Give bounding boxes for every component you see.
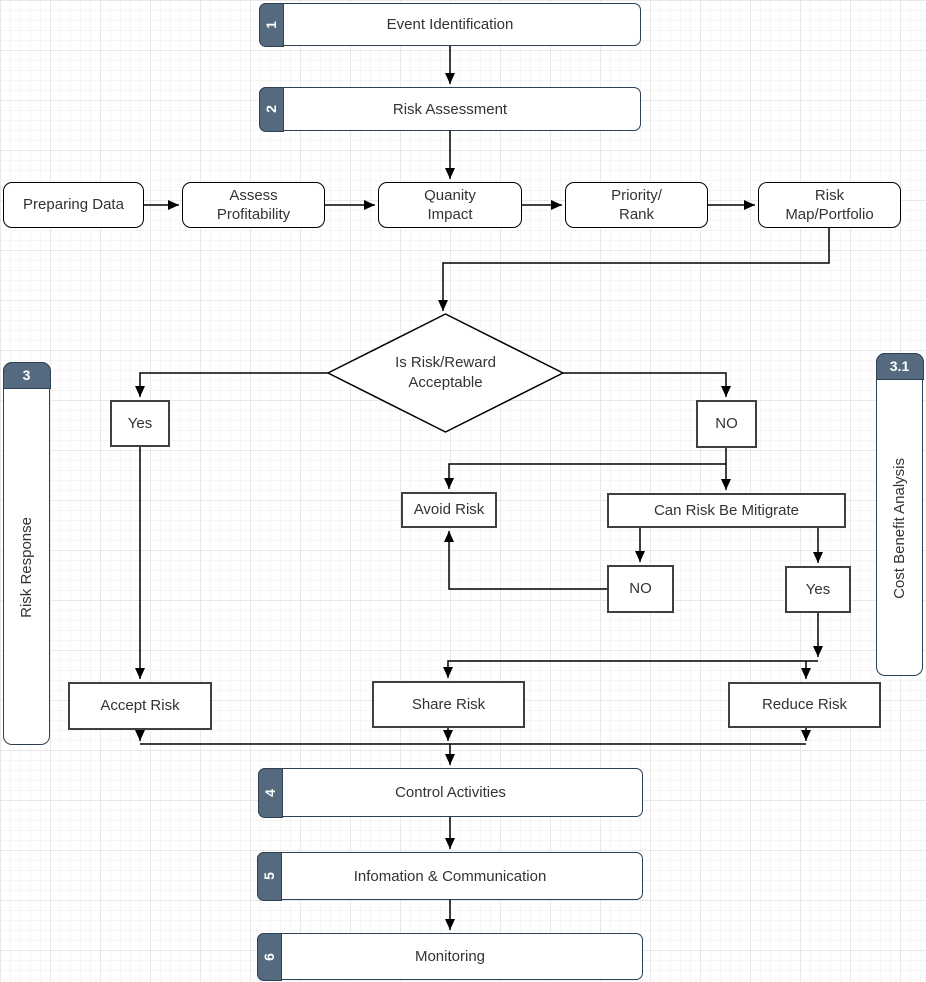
step-number-tab-2: 2	[258, 86, 284, 132]
step-box-event-identification: 1 Event Identification	[258, 2, 641, 47]
sidebar-label-risk-response: Risk Response	[18, 516, 35, 618]
node-share-risk: Share Risk	[372, 681, 525, 728]
step-number-tab-4: 4	[257, 767, 283, 818]
node-risk-map-portfolio: Risk Map/Portfolio	[758, 182, 901, 228]
step-box-control-activities: 4 Control Activities	[257, 767, 643, 818]
node-yes: Yes	[110, 400, 170, 447]
node-no: NO	[696, 400, 757, 448]
step-box-monitoring: 6 Monitoring	[256, 932, 643, 981]
sidebar-number-tab-3-1: 3.1	[875, 352, 924, 380]
node-can-risk-be-mitigrate: Can Risk Be Mitigrate	[607, 493, 846, 528]
step-number-tab-6: 6	[256, 932, 282, 981]
node-assess-profitability: Assess Profitability	[182, 182, 325, 228]
node-preparing-data: Preparing Data	[3, 182, 144, 228]
edge-decision-to-yes	[135, 372, 328, 397]
step-box-information-communication: 5 Infomation & Communication	[256, 851, 643, 901]
sidebar-label-cost-benefit: Cost Benefit Analysis	[891, 457, 908, 599]
decision-diamond-label: Is Risk/Reward Acceptable	[395, 353, 496, 391]
node-avoid-risk: Avoid Risk	[401, 492, 497, 528]
step-label-2: Risk Assessment	[392, 100, 508, 118]
step-box-risk-assessment: 2 Risk Assessment	[258, 86, 641, 132]
node-accept-risk: Accept Risk	[68, 682, 212, 730]
sidebar-number-tab-3: 3	[2, 361, 51, 389]
decision-diamond-shape	[327, 313, 564, 433]
node-yes-mitigate: Yes	[785, 566, 851, 613]
edge-no2-to-avoid	[444, 531, 607, 590]
edge-junction-to-share	[443, 660, 818, 678]
step-label-6: Monitoring	[414, 948, 486, 965]
sidebar-risk-response: 3 Risk Response	[2, 361, 51, 745]
sidebar-cost-benefit-analysis: 3.1 Cost Benefit Analysis	[875, 352, 924, 676]
step-number-tab-5: 5	[256, 851, 282, 901]
step-number-tab-1: 1	[258, 2, 284, 47]
node-priority-rank: Priority/ Rank	[565, 182, 708, 228]
step-label-1: Event Identification	[386, 16, 514, 33]
edge-decision-to-no	[563, 372, 731, 397]
step-label-5: Infomation & Communication	[353, 867, 547, 885]
edge-riskmap-to-decision	[438, 228, 830, 311]
edge-no-to-avoid	[444, 463, 726, 489]
step-label-4: Control Activities	[395, 784, 506, 801]
node-no-mitigate: NO	[607, 565, 674, 613]
node-reduce-risk: Reduce Risk	[728, 682, 881, 728]
node-quanity-impact: Quanity Impact	[378, 182, 522, 228]
